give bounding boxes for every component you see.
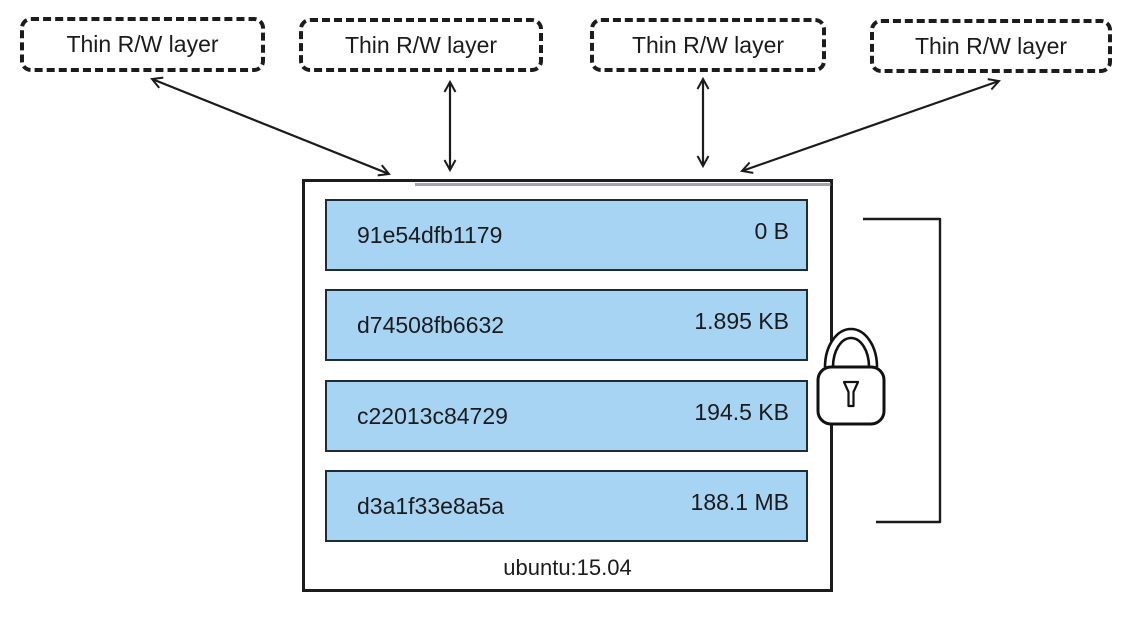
layer-size: 194.5 KB bbox=[694, 398, 789, 425]
thin-rw-layer-label: Thin R/W layer bbox=[914, 32, 1068, 59]
thin-rw-layer-box-3: Thin R/W layer bbox=[590, 18, 826, 72]
layer-size: 0 B bbox=[754, 217, 789, 244]
image-layer-row-1: 91e54dfb1179 0 B bbox=[325, 199, 808, 271]
thin-rw-layer-box-2: Thin R/W layer bbox=[299, 18, 543, 72]
thin-rw-layer-box-4: Thin R/W layer bbox=[870, 19, 1112, 73]
layer-id: d3a1f33e8a5a bbox=[357, 492, 505, 519]
layer-id: c22013c84729 bbox=[357, 402, 508, 429]
thin-rw-layer-label: Thin R/W layer bbox=[66, 31, 219, 57]
image-layer-row-3: c22013c84729 194.5 KB bbox=[325, 380, 808, 452]
thin-rw-layer-label: Thin R/W layer bbox=[344, 31, 498, 58]
double-arrow-4 bbox=[740, 78, 1001, 174]
thin-rw-layer-box-1: Thin R/W layer bbox=[20, 17, 265, 72]
layer-id: d74508fb6632 bbox=[357, 311, 505, 338]
layer-size: 1.895 KB bbox=[694, 307, 789, 334]
shared-layers-bracket bbox=[863, 217, 942, 524]
image-name-label: ubuntu:15.04 bbox=[503, 555, 632, 580]
image-layer-row-2: d74508fb6632 1.895 KB bbox=[325, 289, 808, 361]
double-arrow-1 bbox=[150, 76, 391, 177]
keyhole-icon bbox=[842, 380, 860, 408]
layer-size: 188.1 MB bbox=[690, 488, 789, 515]
layer-id: 91e54dfb1179 bbox=[357, 221, 503, 248]
thin-rw-layer-label: Thin R/W layer bbox=[631, 31, 785, 58]
image-container-box: 91e54dfb1179 0 B d74508fb6632 1.895 KB c… bbox=[302, 179, 833, 592]
image-layer-row-4: d3a1f33e8a5a 188.1 MB bbox=[325, 470, 808, 542]
